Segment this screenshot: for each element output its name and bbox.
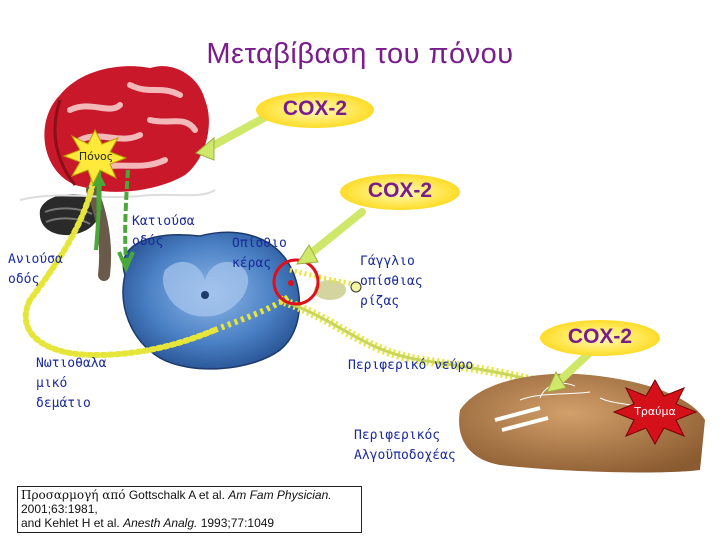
citation-prefix: Προσαρμογή από	[21, 488, 126, 502]
cox2-label-periphery: COX-2	[540, 320, 660, 356]
descending-pathway-label: Κατιούσα οδός	[132, 212, 195, 252]
dorsal-horn-label: Οπίσθιο κέρας	[232, 234, 287, 274]
cox2-label-brain: COX-2	[256, 92, 374, 128]
citation-authors-1: Gottschalk A et al.	[126, 488, 229, 502]
citation-journal-2: Anesth Analg.	[123, 516, 197, 530]
trauma-label: Τραύμα	[626, 405, 684, 418]
peripheral-nerve-label: Περιφερικό νεύρο	[348, 356, 473, 376]
pain-label: Πόνος	[74, 150, 118, 163]
peripheral-nociceptors-label: Περιφερικός Αλγοϋποδοχέας	[354, 426, 456, 466]
citation-journal-1: Am Fam Physician.	[228, 488, 331, 502]
cox2-label-ganglion: COX-2	[340, 174, 460, 210]
spinothalamic-tract-label: Νωτιοθαλα μικό δεμάτιο	[36, 354, 106, 414]
ascending-pathway-label: Ανιούσα οδός	[8, 250, 63, 290]
page-title: Μεταβίβαση του πόνου	[0, 38, 720, 71]
dorsal-root-ganglion-label: Γάγγλιο οπίσθιας ρίζας	[360, 252, 423, 312]
citation-ref-1: 2001;63:1981,	[21, 502, 98, 516]
citation-box: Προσαρμογή από Gottschalk A et al. Am Fa…	[17, 486, 362, 533]
citation-ref-2: 1993;77:1049	[197, 516, 274, 530]
citation-authors-2: and Kehlet H et al.	[21, 516, 123, 530]
